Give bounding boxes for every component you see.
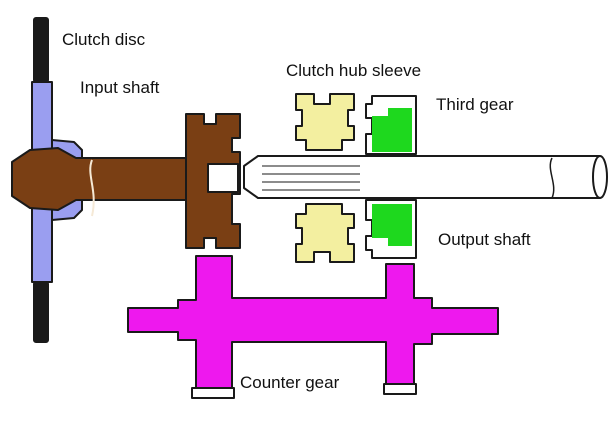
third-gear-top-fill bbox=[372, 108, 412, 152]
output-shaft-end bbox=[592, 155, 608, 199]
input-shaft-body bbox=[11, 147, 196, 211]
labels: Clutch disc Input shaft Clutch hub sleev… bbox=[62, 30, 531, 392]
label-input-shaft: Input shaft bbox=[80, 78, 160, 97]
clutch-hub-sleeve-top bbox=[295, 93, 355, 151]
third-gear bbox=[365, 95, 417, 259]
label-clutch-hub-sleeve: Clutch hub sleeve bbox=[286, 61, 421, 80]
input-shaft-break-mark bbox=[89, 159, 95, 217]
counter-gear-teeth-left bbox=[191, 387, 235, 399]
third-gear-bottom-fill bbox=[372, 204, 412, 246]
clutch-hub-sleeve bbox=[295, 93, 355, 263]
output-shaft-body bbox=[243, 155, 601, 199]
input-shaft bbox=[11, 113, 241, 249]
counter-gear bbox=[127, 255, 499, 399]
label-third-gear: Third gear bbox=[436, 95, 514, 114]
output-shaft-splines bbox=[262, 165, 360, 191]
output-shaft bbox=[207, 155, 608, 199]
output-shaft-break-mark bbox=[549, 157, 555, 199]
counter-gear-body bbox=[127, 255, 499, 389]
label-counter-gear: Counter gear bbox=[240, 373, 340, 392]
label-clutch-disc: Clutch disc bbox=[62, 30, 146, 49]
clutch-friction-lining-bottom bbox=[33, 281, 49, 343]
counter-gear-teeth-right bbox=[383, 383, 417, 395]
clutch-hub-sleeve-bottom bbox=[295, 203, 355, 263]
pilot-bearing bbox=[207, 163, 239, 193]
label-output-shaft: Output shaft bbox=[438, 230, 531, 249]
clutch-friction-lining-top bbox=[33, 17, 49, 83]
